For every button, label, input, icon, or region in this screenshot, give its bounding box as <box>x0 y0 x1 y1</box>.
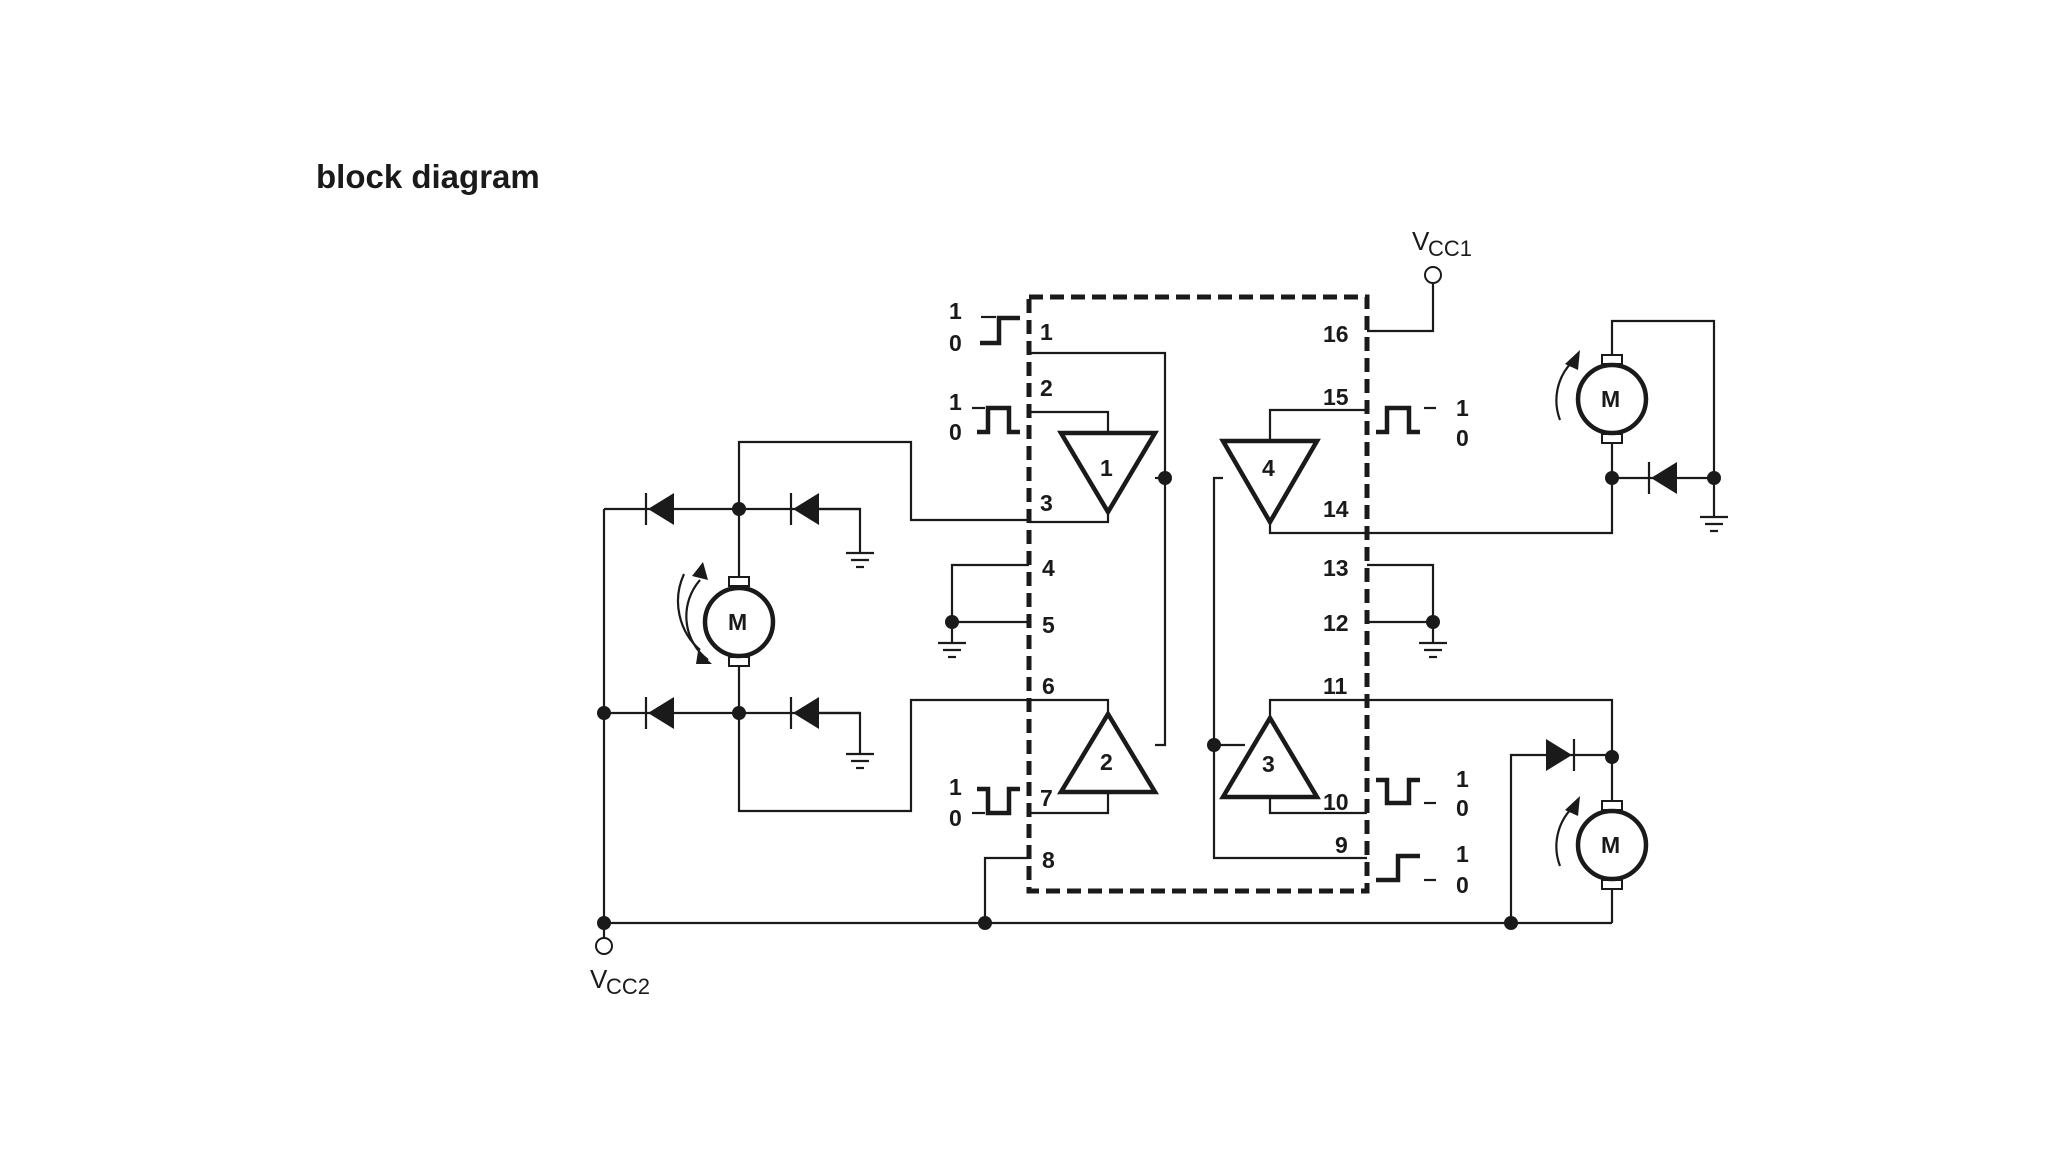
svg-text:3: 3 <box>1262 751 1275 777</box>
motor-upper-right: M <box>1367 319 1730 535</box>
svg-text:1: 1 <box>949 298 962 324</box>
ic-package <box>1026 294 1370 894</box>
svg-text:0: 0 <box>949 805 962 831</box>
pin-10-label: 10 <box>1323 789 1349 815</box>
vcc2-bus: V CC2 <box>590 856 1612 999</box>
input-waveform-pin-15: 1 0 <box>1376 395 1469 451</box>
motor-icon <box>702 585 776 659</box>
vcc1-terminal: V CC1 <box>1367 226 1472 333</box>
ground-icon <box>936 641 968 659</box>
pin-13-label: 13 <box>1323 555 1349 581</box>
pin-5-label: 5 <box>1042 612 1055 638</box>
svg-text:1: 1 <box>1456 395 1469 421</box>
svg-text:M: M <box>1601 386 1620 412</box>
page-title: block diagram <box>316 158 540 195</box>
svg-text:0: 0 <box>949 330 962 356</box>
input-waveform-pin-1: 1 0 <box>949 298 1020 356</box>
ground-pins-12-13 <box>1367 563 1449 659</box>
diode-icon <box>644 491 676 527</box>
svg-text:0: 0 <box>1456 425 1469 451</box>
diode-icon <box>1544 737 1576 773</box>
pin-2-label: 2 <box>1040 375 1053 401</box>
driver-1: 1 <box>1057 430 1159 517</box>
vcc2-subscript: CC2 <box>606 974 650 999</box>
pin-1-label: 1 <box>1040 319 1053 345</box>
vcc2-label: V <box>590 964 608 994</box>
svg-text:0: 0 <box>1456 795 1469 821</box>
ground-icon <box>844 551 876 569</box>
ground-icon <box>1417 641 1449 659</box>
svg-text:1: 1 <box>949 389 962 415</box>
pin-7-label: 7 <box>1040 785 1053 811</box>
svg-text:0: 0 <box>949 419 962 445</box>
driver-3: 3 <box>1219 713 1321 800</box>
diode-icon <box>644 695 676 731</box>
driver-4: 4 <box>1219 438 1321 527</box>
pin-14-label: 14 <box>1323 496 1349 522</box>
input-waveform-pin-9: 1 0 <box>1376 841 1469 898</box>
diode-icon <box>1647 460 1679 496</box>
vcc1-subscript: CC1 <box>1428 236 1472 261</box>
pin-12-label: 12 <box>1323 610 1349 636</box>
input-waveform-pin-7: 1 0 <box>949 774 1020 831</box>
pin-4-label: 4 <box>1042 555 1055 581</box>
input-waveform-pin-10: 1 0 <box>1376 766 1469 821</box>
motor-icon <box>1575 362 1649 436</box>
pin-11-label: 11 <box>1323 673 1348 699</box>
svg-text:1: 1 <box>1100 455 1113 481</box>
ground-icon <box>1698 515 1730 533</box>
pin-3-label: 3 <box>1040 490 1053 516</box>
pin-15-label: 15 <box>1323 384 1349 410</box>
svg-text:M: M <box>728 609 747 635</box>
pin-9-label: 9 <box>1335 832 1348 858</box>
h-bridge-motor-left: M <box>597 440 1029 923</box>
motor-icon <box>1575 808 1649 882</box>
input-waveform-pin-2: 1 0 <box>949 389 1020 445</box>
svg-text:M: M <box>1601 832 1620 858</box>
pin-6-label: 6 <box>1042 673 1055 699</box>
svg-text:1: 1 <box>1456 841 1469 867</box>
driver-2: 2 <box>1057 709 1159 795</box>
svg-text:1: 1 <box>949 774 962 800</box>
motor-lower-right: M <box>1367 698 1649 923</box>
diode-icon <box>789 491 821 527</box>
svg-text:1: 1 <box>1456 766 1469 792</box>
ground-pins-4-5 <box>936 563 1029 659</box>
internal-wiring <box>1029 351 1367 860</box>
pin-8-label: 8 <box>1042 847 1055 873</box>
svg-text:2: 2 <box>1100 749 1113 775</box>
ground-icon <box>844 752 876 770</box>
vcc1-label: V <box>1412 226 1430 256</box>
diode-icon <box>789 695 821 731</box>
pin-16-label: 16 <box>1323 321 1349 347</box>
svg-text:0: 0 <box>1456 872 1469 898</box>
svg-text:4: 4 <box>1262 455 1275 481</box>
